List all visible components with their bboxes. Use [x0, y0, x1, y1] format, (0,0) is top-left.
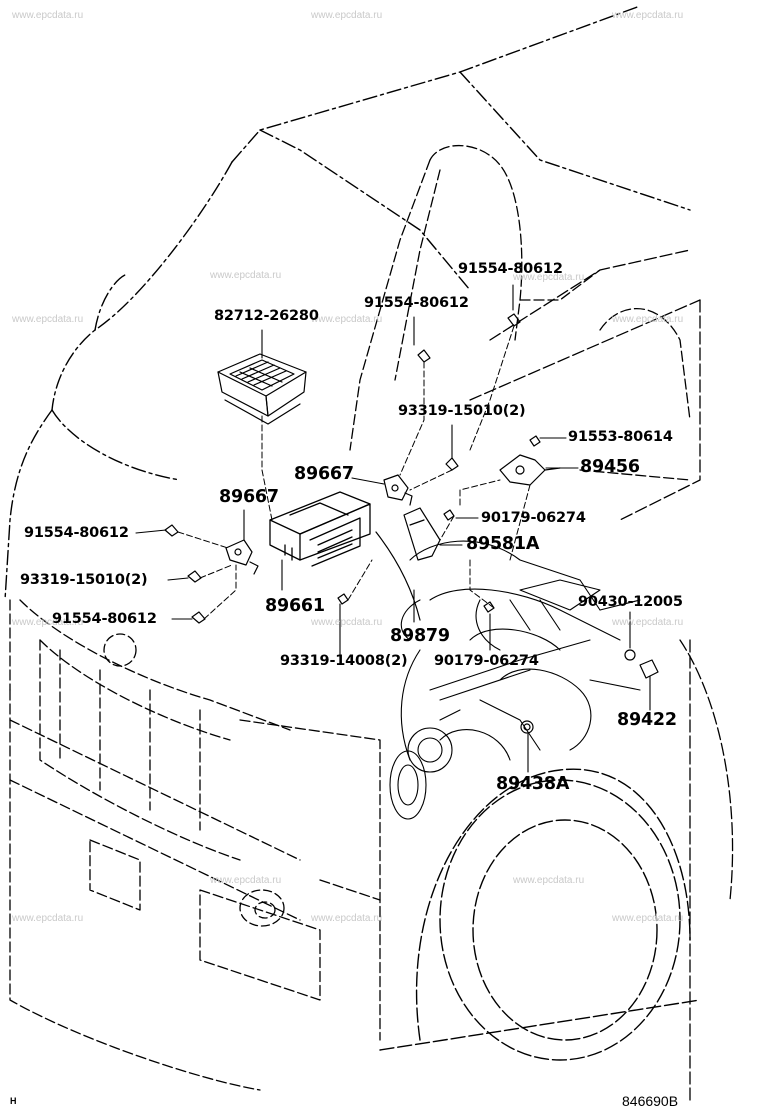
callout-93319-15010-a[interactable]: 93319-15010(2) — [398, 403, 526, 419]
engine-outline — [389, 540, 641, 820]
watermark: www.epcdata.ru — [311, 617, 383, 628]
callout-89879[interactable]: 89879 — [390, 626, 450, 646]
callout-82712-26280[interactable]: 82712-26280 — [214, 308, 319, 324]
part-89456 — [499, 454, 561, 486]
hood-outline — [4, 5, 691, 601]
watermark: www.epcdata.ru — [612, 617, 684, 628]
watermark: www.epcdata.ru — [210, 270, 282, 281]
watermark: www.epcdata.ru — [612, 913, 684, 924]
callout-91553-80614[interactable]: 91553-80614 — [568, 429, 673, 445]
leader-lines — [135, 284, 651, 773]
callout-89422[interactable]: 89422 — [617, 710, 677, 730]
watermark: www.epcdata.ru — [311, 10, 383, 21]
seat-outline — [349, 144, 691, 481]
part-89422 — [624, 649, 659, 679]
callout-93319-14008[interactable]: 93319-14008(2) — [280, 653, 408, 669]
watermark: www.epcdata.ru — [311, 913, 383, 924]
watermark: www.epcdata.ru — [210, 875, 282, 886]
callout-91554-80612-b[interactable]: 91554-80612 — [364, 295, 469, 311]
callout-89667-b[interactable]: 89667 — [219, 487, 279, 507]
watermark: www.epcdata.ru — [311, 314, 383, 325]
watermark: www.epcdata.ru — [612, 10, 684, 21]
watermark: www.epcdata.ru — [12, 314, 84, 325]
callout-91554-80612-d[interactable]: 91554-80612 — [52, 611, 157, 627]
part-89438A — [520, 720, 534, 734]
callout-89667-a[interactable]: 89667 — [294, 464, 354, 484]
callout-89438A[interactable]: 89438A — [496, 774, 570, 794]
callout-91554-80612-a[interactable]: 91554-80612 — [458, 261, 563, 277]
mount-dash-leaders — [177, 325, 531, 620]
watermark: www.epcdata.ru — [612, 314, 684, 325]
callout-91554-80612-c[interactable]: 91554-80612 — [24, 525, 129, 541]
diagram-code: 846690B — [622, 1093, 679, 1109]
headlamp-outline — [103, 633, 285, 927]
watermark: www.epcdata.ru — [513, 272, 585, 283]
callout-90179-06274-a[interactable]: 90179-06274 — [481, 510, 586, 526]
watermark: www.epcdata.ru — [12, 10, 84, 21]
wheel-outline — [379, 768, 701, 1061]
callout-90179-06274-b[interactable]: 90179-06274 — [434, 653, 539, 669]
callout-89661[interactable]: 89661 — [265, 596, 325, 616]
front-fascia — [9, 599, 381, 1091]
part-89661 — [269, 491, 371, 567]
callout-90430-12005[interactable]: 90430-12005 — [578, 594, 683, 610]
callout-89456[interactable]: 89456 — [580, 457, 640, 477]
part-89667-bracket-b — [225, 539, 259, 575]
door-outline — [469, 249, 734, 1101]
watermark: www.epcdata.ru — [12, 617, 84, 628]
callout-93319-15010-b[interactable]: 93319-15010(2) — [20, 572, 148, 588]
part-89667-bracket-a — [383, 474, 413, 506]
part-89581A — [375, 507, 441, 621]
part-82712-26280 — [217, 353, 307, 425]
watermark: www.epcdata.ru — [513, 875, 585, 886]
callout-89581A[interactable]: 89581A — [466, 534, 540, 554]
watermark: www.epcdata.ru — [12, 913, 84, 924]
corner-mark-left: H — [10, 1096, 17, 1106]
